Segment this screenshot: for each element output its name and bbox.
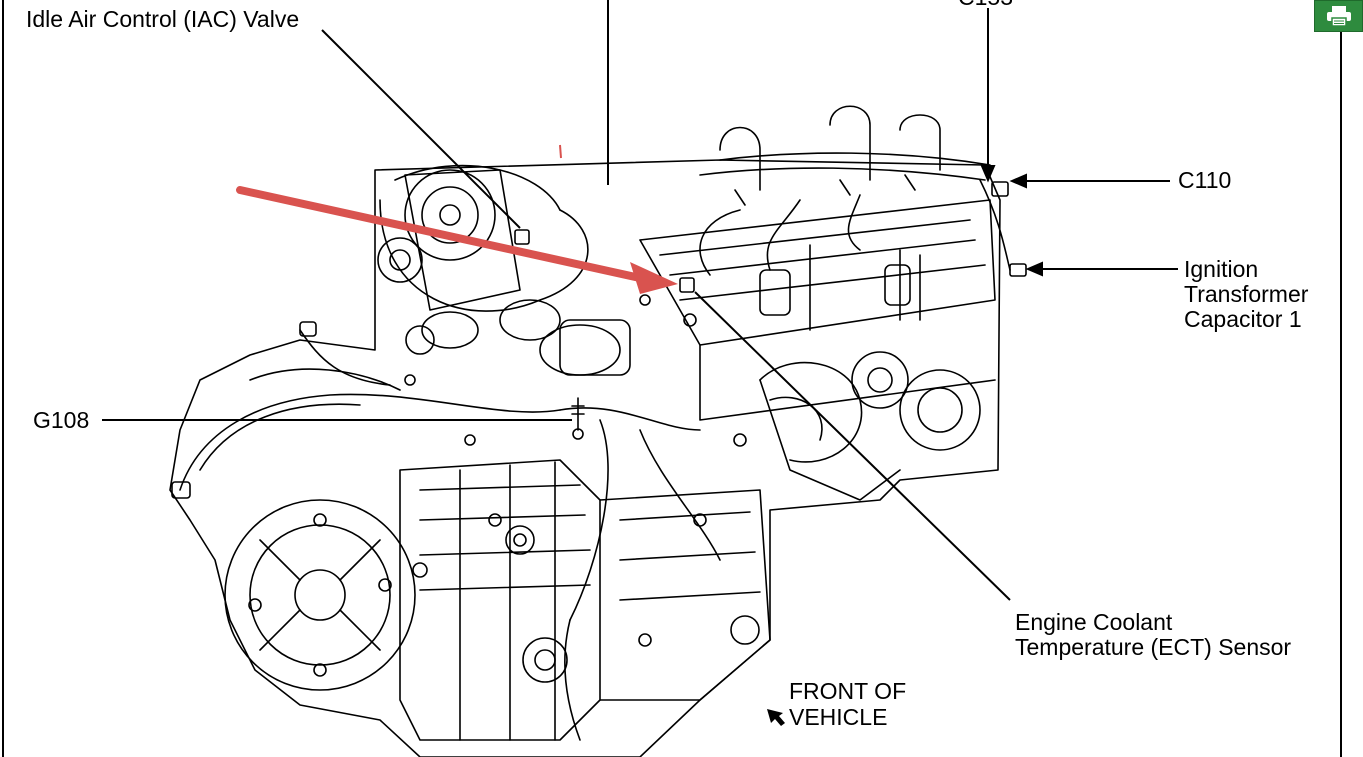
label-front-2: VEHICLE [789,704,888,730]
label-ect-2: Temperature (ECT) Sensor [1015,634,1292,660]
right-border [1340,30,1342,757]
label-ignition-1: Ignition [1184,256,1259,282]
left-border [2,0,4,757]
printer-icon [1326,6,1351,27]
label-top-partial: C153 [958,0,1013,10]
label-front-1: FRONT OF [789,678,907,704]
label-c110: C110 [1178,167,1232,193]
ect-leader [694,291,1011,601]
label-iac-valve: Idle Air Control (IAC) Valve [26,6,300,32]
iac-leader [321,29,521,229]
label-ect-1: Engine Coolant [1015,609,1173,635]
label-ignition-2: Transformer [1184,281,1309,307]
label-ignition-3: Capacitor 1 [1184,306,1302,332]
print-button[interactable] [1314,0,1363,32]
label-g108: G108 [33,407,90,433]
front-direction-icon [767,709,785,726]
